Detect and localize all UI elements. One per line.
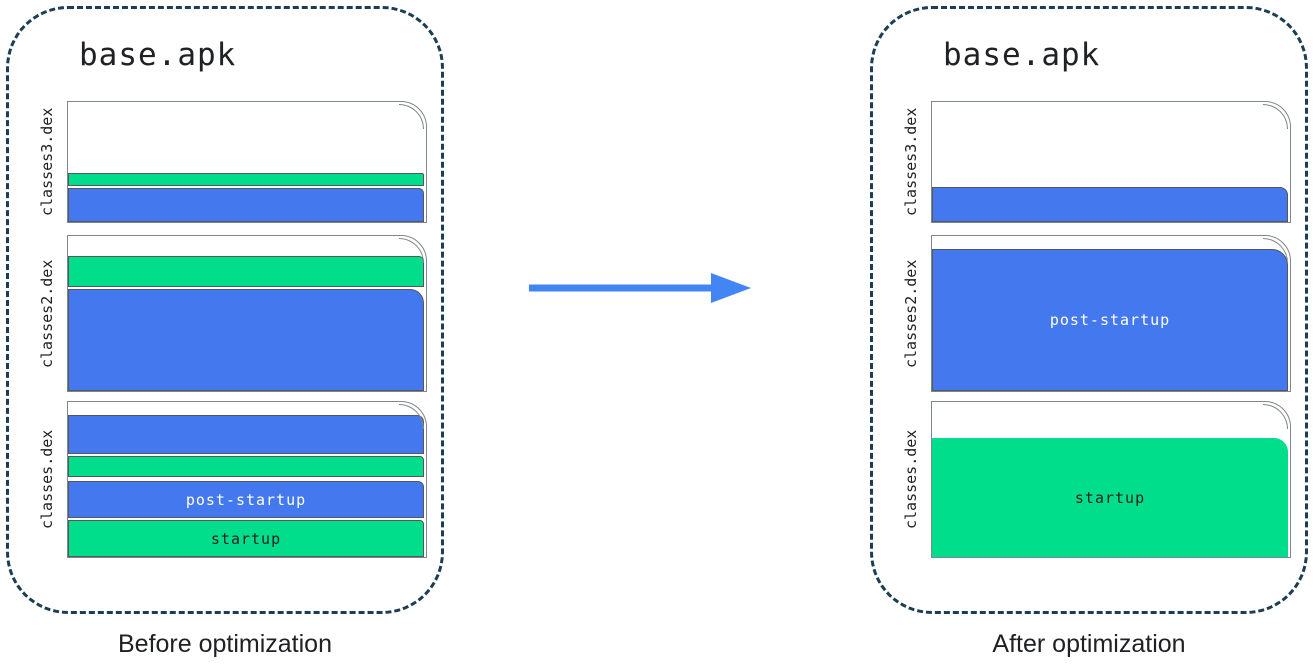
file-label: classes2.dex (902, 259, 920, 368)
page-curl-icon (1263, 104, 1288, 129)
before-caption: Before optimization (117, 630, 332, 658)
green-band-startup: startup (932, 438, 1288, 557)
band-label: startup (210, 529, 282, 548)
green-band (68, 173, 424, 186)
after-caption: After optimization (992, 630, 1186, 658)
file-block-classes.dex: classes.dex post-startup startup (38, 401, 427, 558)
file-block-classes2.dex: classes2.dex (38, 235, 427, 392)
file-label: classes.dex (38, 429, 56, 530)
page-curl-icon (1263, 404, 1288, 429)
band-label: startup (1074, 488, 1146, 507)
band-label: post-startup (1049, 311, 1171, 329)
apk-title-before: base.apk (79, 37, 237, 73)
file-block-classes3.dex: classes3.dex (38, 101, 427, 223)
blue-band (68, 188, 424, 222)
before-panel: base.apk classes3.dex classes2.dex classes… (6, 6, 444, 614)
apk-title-after: base.apk (943, 37, 1101, 73)
blue-band (68, 415, 424, 454)
file-label: classes.dex (902, 429, 920, 530)
after-panel: base.apk classes3.dex classes2.dex post-st… (870, 6, 1308, 614)
file-block-classes.dex: classes.dex startup (902, 401, 1291, 558)
band-label: post-startup (185, 490, 307, 509)
blue-band (68, 289, 424, 391)
green-band (68, 256, 424, 287)
page-curl-icon (399, 104, 424, 129)
file-block-classes3.dex: classes3.dex (902, 101, 1291, 223)
green-band (68, 456, 424, 477)
blue-band-post-startup: post-startup (932, 249, 1288, 391)
blue-band (932, 187, 1288, 222)
file-block-classes2.dex: classes2.dex post-startup (902, 235, 1291, 392)
file-label: classes2.dex (38, 259, 56, 368)
file-label: classes3.dex (902, 107, 920, 217)
blue-band-post-startup: post-startup (68, 481, 424, 518)
green-band-startup: startup (68, 520, 424, 557)
transform-right-arrow-icon (529, 273, 751, 303)
file-label: classes3.dex (38, 107, 56, 217)
